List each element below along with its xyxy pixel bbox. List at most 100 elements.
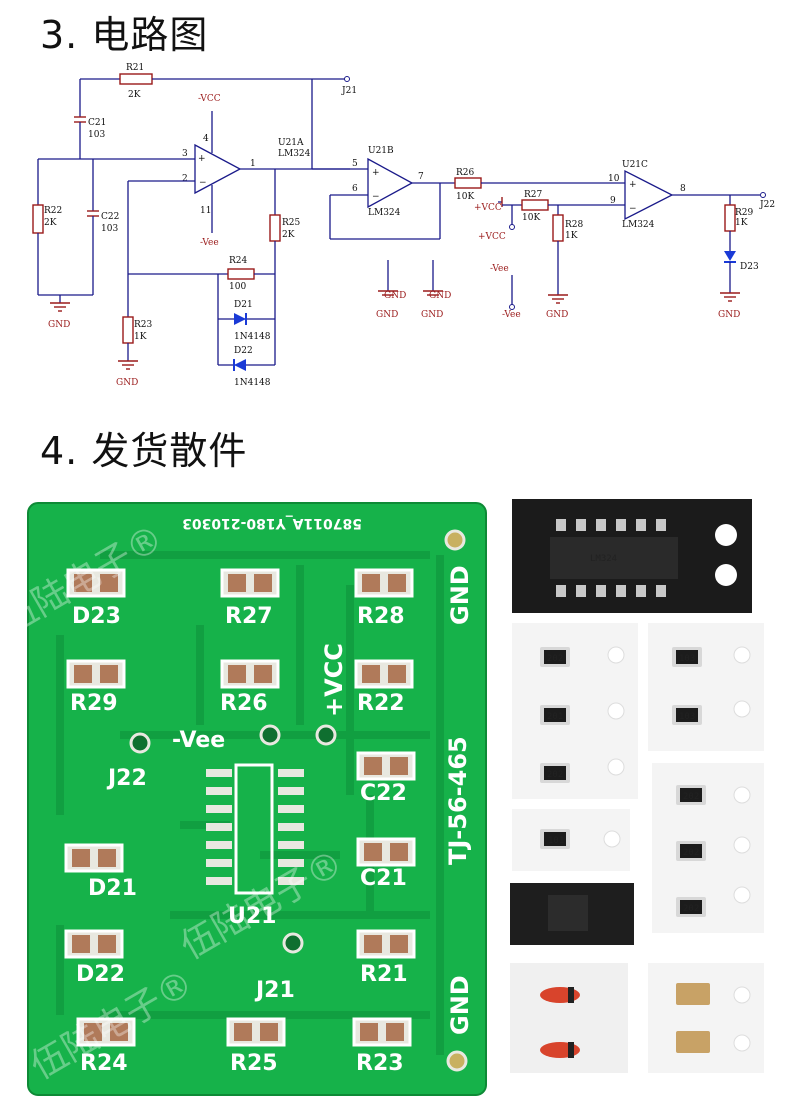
pcb-d23-label: D23 [72,604,121,629]
capacitor-tape-photo [648,963,764,1073]
nvcc-label: -VCC [198,94,221,104]
u21a-label: U21A [278,138,304,148]
r27-label: R27 [524,190,543,200]
res-a-3: 202 [547,770,563,780]
r21-value: 2K [128,90,141,100]
res-b-1: 103 [679,654,695,664]
parts-photo: 587011A_Y180-210303 D23 R27 R28 GND R29 … [0,499,764,1096]
res-d-1: 101 [548,836,564,846]
d22-value: 1N4148 [234,378,271,388]
u21a-pin4: 4 [203,134,209,144]
svg-text:+: + [629,180,637,190]
section-4-title: 4. 发货散件 [40,429,248,473]
j21-label: J21 [341,86,357,96]
pcb-gnd-top: GND [446,565,474,625]
res-c-3: 202 [683,904,699,914]
lm324-chip-photo: LM324 [512,499,752,613]
pcb-r22-label: R22 [357,691,405,716]
u21a-pin11: 11 [200,206,211,216]
res-c-1: 202 [683,792,699,802]
u21b-pin5: 5 [352,159,358,169]
pvcc-label-1: +VCC [474,203,502,213]
r28-label: R28 [565,220,584,230]
pcb-vee-label: -Vee [172,728,225,753]
r21-label: R21 [126,63,144,73]
svg-text:+: + [372,168,380,178]
gnd-label-3a: GND [384,291,406,301]
vee-label-1: -Vee [200,238,219,248]
pcb-j22-label: J22 [106,766,147,791]
c21-label: C21 [88,118,106,128]
resistor-tape-d: 101 [512,809,630,871]
pcb-r23-label: R23 [356,1051,404,1076]
c22-label: C22 [101,212,119,222]
pcb-r26-label: R26 [220,691,268,716]
r29-value: 1K [735,218,748,228]
svg-text:−: − [199,178,207,188]
r25-value: 2K [282,230,295,240]
vee-label-2: -Vee [490,264,509,274]
pcb-r28-label: R28 [357,604,405,629]
r26-value: 10K [456,192,474,202]
u21c-pin8: 8 [680,184,686,194]
resistor-tape-a: 202 201 202 [512,623,638,799]
u21c-part: LM324 [622,220,655,230]
r23-value: 1K [134,332,147,342]
pcb-j21-label: J21 [254,978,295,1003]
u21a-pin2: 2 [182,174,188,184]
r24-label: R24 [229,256,248,266]
j22-label: J22 [759,200,775,210]
section-3-title: 3. 电路图 [40,13,209,57]
pcb-gnd-bottom: GND [446,975,474,1035]
red-diodes-photo [510,963,628,1073]
res-b-2: 103 [679,712,695,722]
d21-label: D21 [234,300,253,310]
u21b-pin6: 6 [352,184,358,194]
u21b-part: LM324 [368,208,401,218]
u21a-part: LM324 [278,149,311,159]
gnd-label-1: GND [48,320,70,330]
pcb-board: 587011A_Y180-210303 D23 R27 R28 GND R29 … [0,502,487,1096]
pcb-code: 587011A_Y180-210303 [182,515,362,531]
r26-label: R26 [456,168,475,178]
r22-value: 2K [44,218,57,228]
u21b-label: U21B [368,146,394,156]
r24-value: 100 [229,282,246,292]
r29-label: R29 [735,208,754,218]
pcb-u21-footprint [206,763,304,895]
res-c-2: 202 [683,848,699,858]
u21c-pin9: 9 [610,196,616,206]
d23-label: D23 [740,262,759,272]
circuit-schematic: R21 2K J21 C21 103 R22 2K C22 103 GND + … [32,63,775,388]
resistor-tape-b: 103 103 [648,623,764,751]
pcb-d22-label: D22 [76,962,125,987]
chip-marking: LM324 [590,554,617,564]
gnd-label-2: GND [116,378,138,388]
pcb-r29-label: R29 [70,691,118,716]
d22-label: D22 [234,346,253,356]
r22-label: R22 [44,206,62,216]
u21c-label: U21C [622,160,648,170]
r25-label: R25 [282,218,301,228]
u21c-pin10: 10 [608,174,620,184]
u21a-pin3: 3 [182,149,188,159]
svg-text:−: − [629,204,637,214]
pvcc-label-2: +VCC [478,232,506,242]
diode-strip-photo [510,883,634,945]
gnd-label-4a: GND [429,291,451,301]
pcb-vcc-label: +VCC [320,643,348,717]
svg-text:−: − [372,192,380,202]
pcb-d21-label: D21 [88,876,137,901]
gnd-label-4: GND [421,310,443,320]
pcb-model: TJ-56-465 [444,736,472,865]
u21b-pin7: 7 [418,172,424,182]
pcb-u21-label: U21 [228,904,276,929]
vee-label-3: -Vee [502,310,521,320]
c21-value: 103 [88,130,105,140]
resistor-tape-c: 202 202 202 [652,763,764,933]
svg-text:+: + [198,154,206,164]
r28-value: 1K [565,231,578,241]
gnd-label-5: GND [546,310,568,320]
pcb-r24-label: R24 [80,1051,128,1076]
pcb-c22-label: C22 [360,781,407,806]
